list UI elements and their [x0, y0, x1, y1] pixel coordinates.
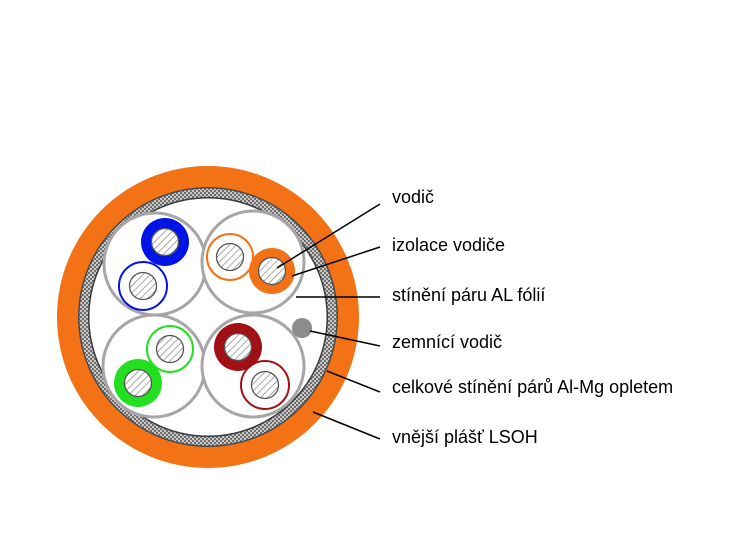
leader-line-drain-wire [309, 330, 381, 347]
leader-line-insulation [291, 246, 381, 277]
drain-wire [292, 318, 312, 338]
label-conductor-insulation: izolace vodiče [392, 235, 505, 255]
label-conductor: vodič [392, 187, 434, 207]
leader-line-conductor [276, 203, 381, 269]
label-overall-braid-shield: celkové stínění párů Al-Mg opletem [392, 377, 673, 397]
green-conductor [123, 368, 153, 398]
orange-conductor [257, 256, 287, 286]
blue-conductor [150, 227, 180, 257]
orange-white-conductor [215, 242, 245, 272]
label-outer-jacket: vnější plášť LSOH [392, 427, 538, 447]
blue-white-conductor [128, 271, 158, 301]
label-drain-wire: zemnící vodič [392, 332, 502, 352]
brown-white-conductor [250, 370, 280, 400]
label-pair-foil-shield: stínění páru AL fólií [392, 285, 545, 305]
leader-line-braid [326, 370, 381, 393]
brown-conductor [223, 332, 253, 362]
leader-line-jacket [312, 411, 381, 440]
green-white-conductor [155, 334, 185, 364]
